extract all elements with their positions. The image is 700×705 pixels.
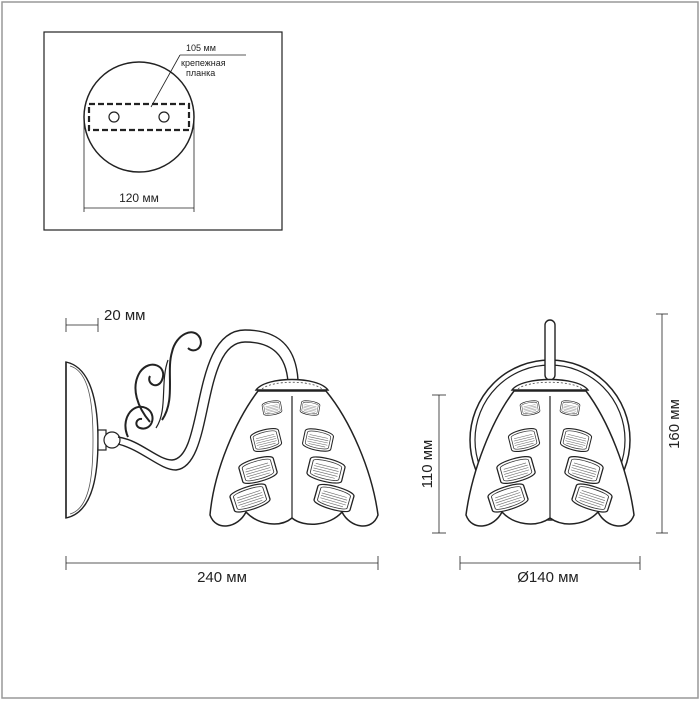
label-105: 105 мм bbox=[186, 43, 216, 53]
mount-plate-inset: 105 мм крепежная планка 120 мм bbox=[43, 31, 283, 231]
mounting-bar bbox=[87, 102, 191, 132]
wall-base-edge bbox=[69, 365, 94, 515]
front-cap bbox=[510, 378, 590, 391]
label-240: 240 мм bbox=[197, 569, 247, 586]
scroll-lower bbox=[124, 405, 154, 438]
scroll-inner bbox=[155, 359, 169, 429]
scroll-upper bbox=[161, 331, 202, 421]
front-view: 110 мм 160 мм Ø140 мм bbox=[419, 313, 683, 586]
label-160: 160 мм bbox=[666, 399, 683, 449]
cap-rim bbox=[261, 381, 323, 390]
front-cap-rim bbox=[517, 381, 583, 390]
leader-plate bbox=[150, 54, 181, 108]
arm-outer bbox=[117, 329, 299, 461]
ceiling-disc bbox=[83, 61, 195, 173]
label-plate-2: планка bbox=[186, 68, 215, 78]
arm-inner bbox=[117, 341, 289, 471]
side-view: 20 мм bbox=[65, 307, 379, 586]
label-110: 110 мм bbox=[419, 440, 436, 489]
shade-cap bbox=[254, 378, 330, 391]
screw-hole-left bbox=[108, 111, 120, 123]
label-plate-1: крепежная bbox=[181, 58, 226, 68]
label-120: 120 мм bbox=[119, 191, 159, 205]
scroll-middle bbox=[134, 363, 165, 423]
label-20: 20 мм bbox=[104, 307, 145, 324]
mount-knob bbox=[103, 431, 121, 449]
screw-hole-right bbox=[158, 111, 170, 123]
rod bbox=[544, 319, 556, 381]
label-140: Ø140 мм bbox=[517, 569, 579, 586]
